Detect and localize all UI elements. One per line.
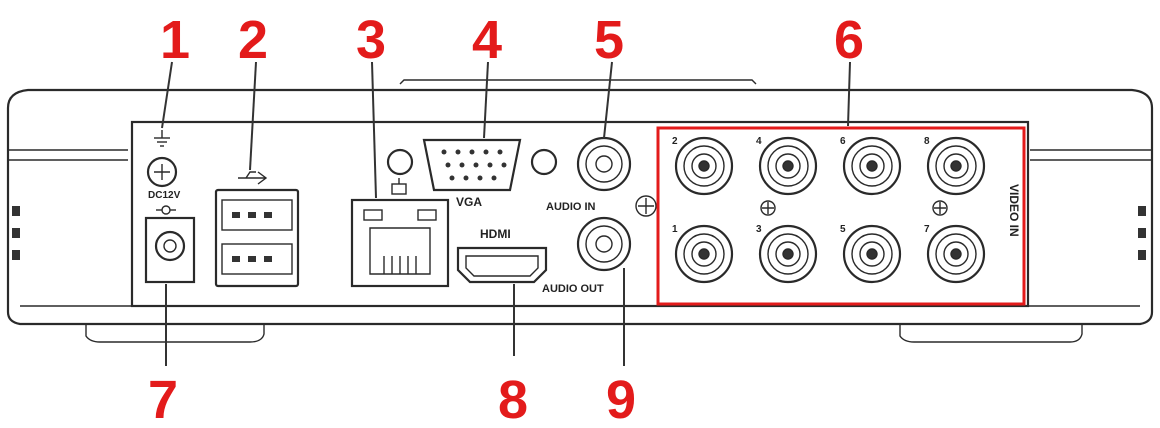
ground-icon [154, 130, 170, 147]
bnc-connector: 8 [924, 136, 986, 196]
callout-3: 3 [356, 10, 386, 70]
audio-in-label: AUDIO IN [546, 201, 596, 213]
ground-terminal [146, 130, 178, 188]
vga-label: VGA [456, 195, 482, 209]
bnc-channel-number: 8 [924, 136, 930, 147]
callout-1: 1 [160, 10, 190, 70]
network-port [350, 178, 450, 288]
bnc-connector: 1 [672, 224, 734, 284]
callout-7: 7 [148, 370, 178, 428]
usb-icon [238, 171, 268, 185]
usb-ports [214, 171, 300, 288]
bnc-channel-number: 4 [756, 136, 762, 147]
network-icon [391, 178, 407, 195]
bnc-channel-number: 3 [756, 224, 762, 235]
bnc-connector: 5 [840, 224, 902, 284]
callout-6: 6 [834, 10, 864, 70]
bnc-channel-number: 1 [672, 224, 678, 235]
power-polarity-icon [156, 205, 176, 215]
bnc-connector: 2 [672, 136, 734, 196]
bnc-connector: 6 [840, 136, 902, 196]
video-in-group: VIDEO IN 2 4 6 8 1 3 5 7 [656, 126, 1026, 306]
hdmi-label: HDMI [480, 227, 511, 241]
bnc-channel-number: 2 [672, 136, 678, 147]
callout-4: 4 [472, 10, 502, 70]
audio-out-label: AUDIO OUT [542, 283, 604, 295]
device-chassis [6, 79, 1154, 343]
bnc-connector: 3 [756, 224, 818, 284]
bnc-connector: 7 [924, 224, 986, 284]
vga-port: VGA [386, 138, 558, 209]
callout-2: 2 [238, 10, 268, 70]
video-in-label: VIDEO IN [1007, 184, 1021, 237]
audio-out-port: AUDIO OUT [542, 216, 632, 295]
callout-numbers: 1 2 3 4 5 6 7 8 9 [148, 10, 864, 428]
bnc-connector: 4 [756, 136, 818, 196]
panel-screw [635, 195, 657, 217]
callout-8: 8 [498, 370, 528, 428]
bnc-channel-number: 7 [924, 224, 930, 235]
video-in-highlight [656, 126, 1026, 306]
callout-leaders [161, 61, 851, 366]
callout-5: 5 [594, 10, 624, 70]
callout-9: 9 [606, 370, 636, 428]
power-port: DC12V [144, 190, 196, 284]
bnc-connectors: 2 4 6 8 1 3 5 7 [672, 136, 986, 284]
power-label: DC12V [148, 190, 181, 201]
bnc-channel-number: 6 [840, 136, 846, 147]
bnc-channel-number: 5 [840, 224, 846, 235]
audio-in-port: AUDIO IN [546, 136, 632, 213]
hdmi-port: HDMI [456, 227, 548, 284]
